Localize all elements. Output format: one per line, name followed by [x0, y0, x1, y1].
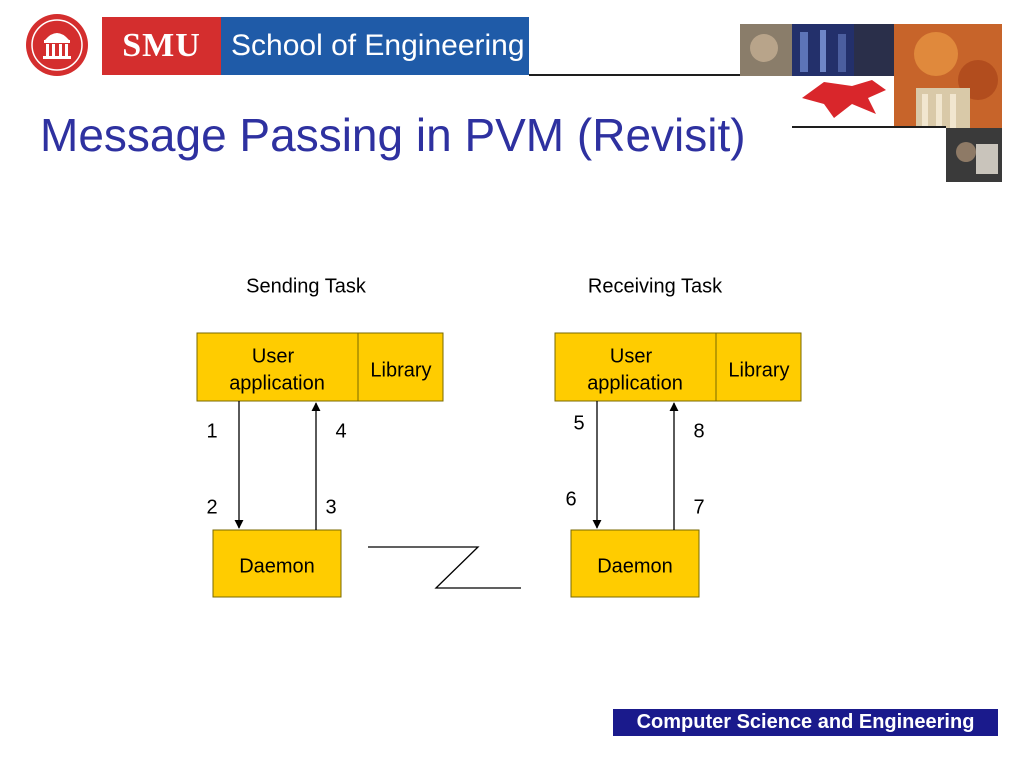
school-name-banner: School of Engineering: [221, 17, 529, 75]
receiving-daemon-box: [570, 529, 700, 598]
receiving-step-7: 7: [693, 496, 704, 518]
sending-step-4: 4: [335, 420, 346, 442]
receiving-daemon-label: Daemon: [597, 555, 673, 577]
receiving-user-application-label-line2: application: [587, 372, 683, 394]
receiving-user-application-box: [554, 332, 717, 402]
header: SMU School of Engineering: [0, 0, 1024, 190]
sending-daemon-label: Daemon: [239, 555, 315, 577]
sending-user-application-box: [196, 332, 359, 402]
sending-daemon-box: [212, 529, 342, 598]
sending-user-application-label-line2: application: [229, 372, 325, 394]
footer-department: Computer Science and Engineering: [613, 709, 998, 736]
receiving-library-box: [715, 332, 802, 402]
receiving-library-label: Library: [728, 359, 789, 381]
network-connection-line: [368, 546, 521, 589]
receiving-step-8: 8: [693, 420, 704, 442]
campus-photo-collage: [740, 24, 1002, 182]
receiving-step-5: 5: [573, 412, 584, 434]
header-divider: [529, 74, 741, 76]
sending-library-box: [357, 332, 444, 402]
sending-library-label: Library: [370, 359, 431, 381]
slide-title: Message Passing in PVM (Revisit): [40, 109, 746, 161]
sending-step-2: 2: [206, 496, 217, 518]
smu-seal-logo: [26, 14, 88, 76]
receiving-step-6: 6: [565, 488, 576, 510]
smu-wordmark: SMU: [102, 17, 221, 75]
sending-user-application-label-line1: User: [252, 345, 295, 367]
receiving-task-label: Receiving Task: [588, 275, 723, 297]
sending-step-1: 1: [206, 420, 217, 442]
receiving-user-application-label-line1: User: [610, 345, 653, 367]
sending-task-label: Sending Task: [246, 275, 367, 297]
sending-step-3: 3: [325, 496, 336, 518]
